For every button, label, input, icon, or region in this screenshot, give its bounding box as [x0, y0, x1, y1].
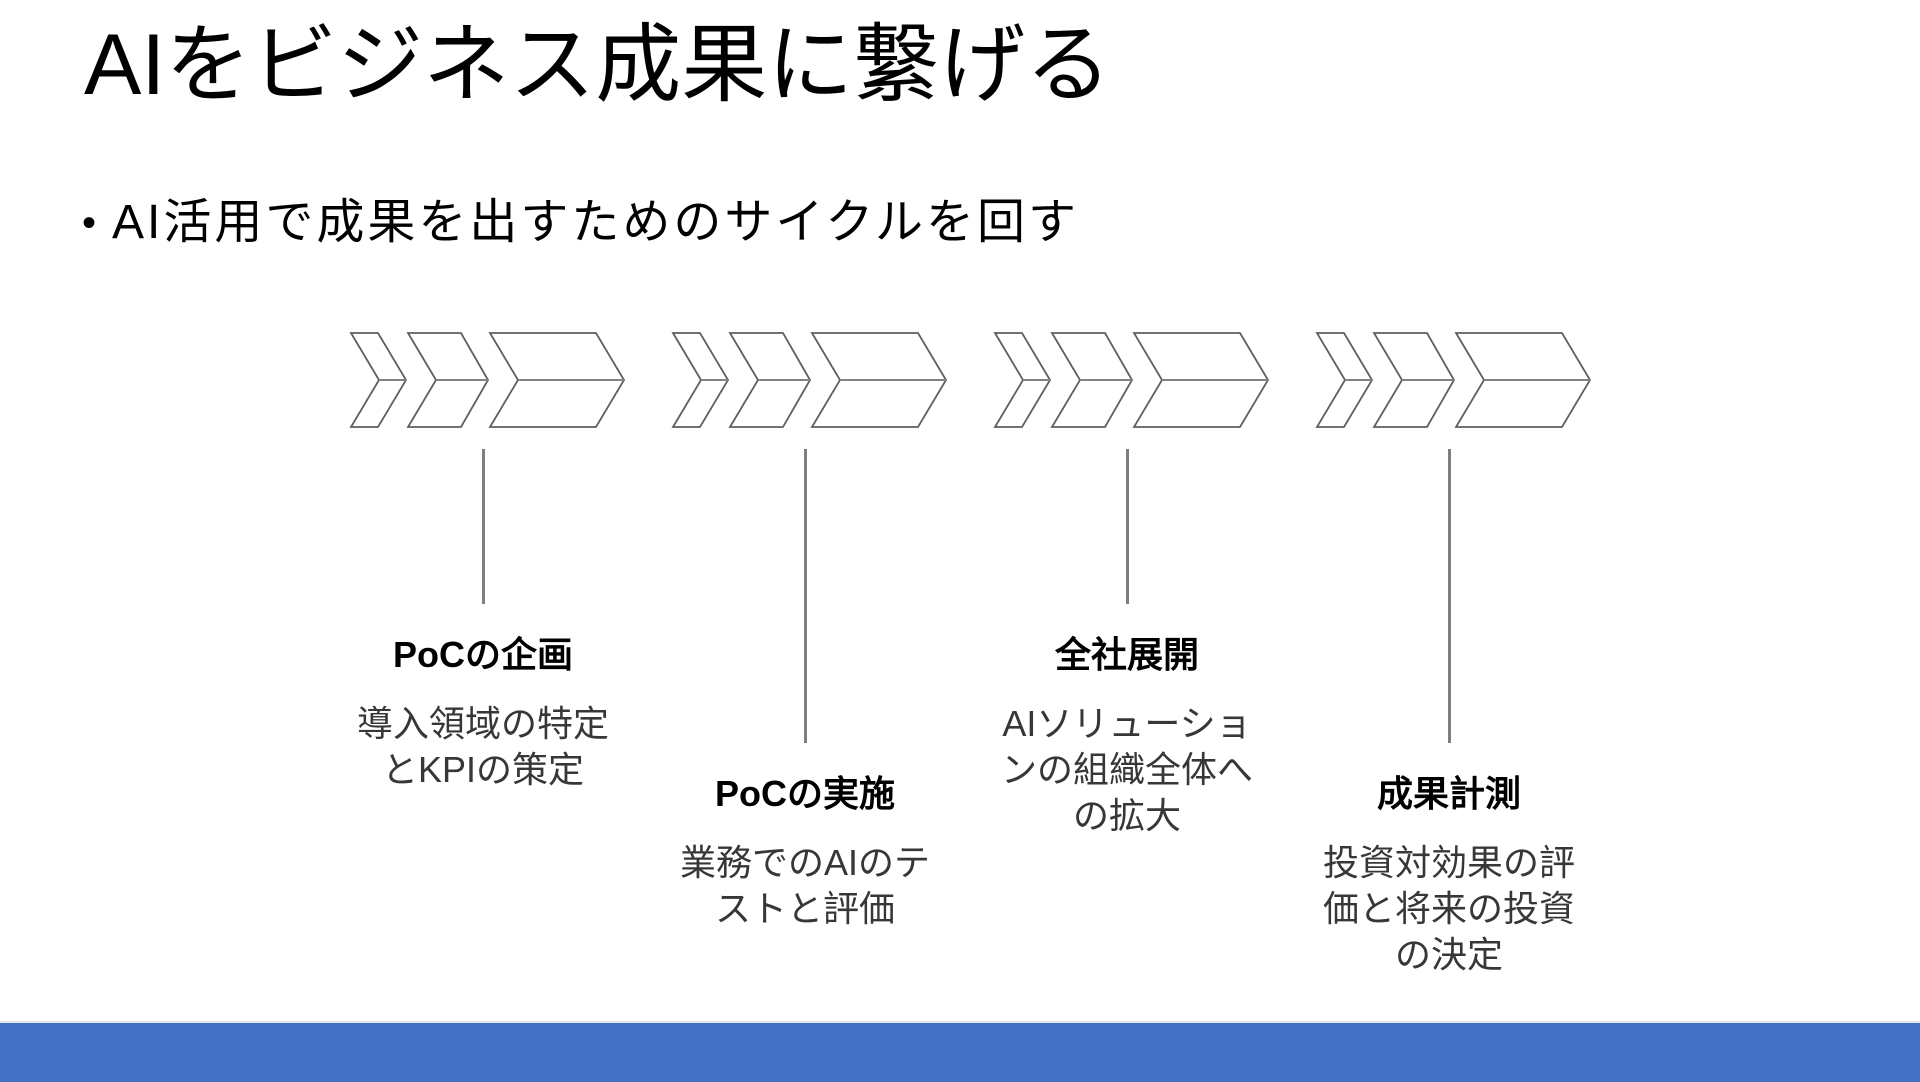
step-description: AIソリューショ ンの組織全体へ の拡大	[1000, 703, 1253, 836]
step-description: 業務でのAIのテ ストと評価	[679, 842, 930, 929]
page-title: AIをビジネス成果に繋げる	[84, 17, 1112, 113]
step-description: 導入領域の特定 とKPIの策定	[356, 703, 609, 790]
process-step-2: PoCの実施 業務でのAIのテ ストと評価	[645, 332, 965, 932]
bullet-marker: •	[82, 201, 97, 245]
process-step-1: PoCの企画 導入領域の特定 とKPIの策定	[323, 332, 643, 793]
connector-line	[1125, 449, 1129, 604]
step-description: 投資対効果の評 価と将来の投資 の決定	[1322, 842, 1575, 975]
bullet-text: AI活用で成果を出すためのサイクルを回す	[112, 196, 1079, 249]
triple-chevron-icon	[349, 332, 626, 428]
connector-line	[1447, 449, 1451, 743]
footer-accent-bar	[0, 1021, 1920, 1082]
step-title: 成果計測	[1376, 773, 1521, 814]
process-step-3: 全社展開 AIソリューショ ンの組織全体へ の拡大	[967, 332, 1287, 839]
connector-line	[803, 449, 807, 743]
connector-line	[481, 449, 485, 604]
process-step-4: 成果計測 投資対効果の評 価と将来の投資 の決定	[1289, 332, 1609, 978]
triple-chevron-icon	[993, 332, 1270, 428]
bullet-item: • AI活用で成果を出すためのサイクルを回す	[82, 192, 1079, 254]
step-title: 全社展開	[1054, 634, 1199, 675]
step-title: PoCの実施	[714, 773, 895, 814]
triple-chevron-icon	[671, 332, 948, 428]
triple-chevron-icon	[1315, 332, 1592, 428]
step-title: PoCの企画	[392, 634, 573, 675]
